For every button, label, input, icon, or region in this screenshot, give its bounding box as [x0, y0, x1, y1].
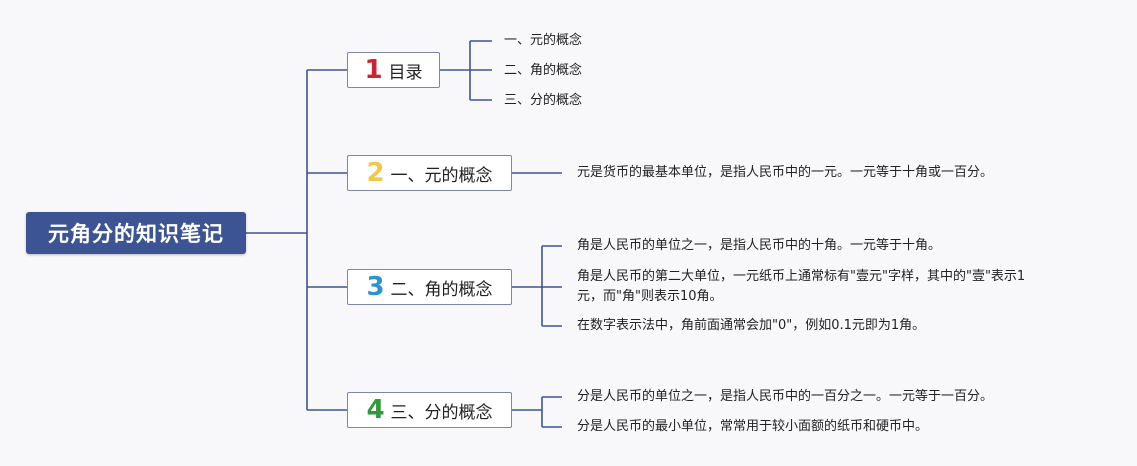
leaf-item[interactable]: 三、分的概念 [504, 93, 583, 108]
branch-label: 三、分的概念 [390, 402, 493, 423]
leaf-item[interactable]: 在数字表示法中，角前面通常会加"0"，例如0.1元即为1角。 [577, 318, 926, 333]
leaf-item[interactable]: 元是货币的最基本单位，是指人民币中的一元。一元等于十角或一百分。 [577, 165, 994, 180]
branch-jiao[interactable]: 3 二、角的概念 [347, 269, 512, 305]
root-topic[interactable]: 元角分的知识笔记 [26, 212, 246, 254]
leaf-item[interactable]: 角是人民币的单位之一，是指人民币中的十角。一元等于十角。 [577, 238, 942, 253]
leaf-item[interactable]: 分是人民币的单位之一，是指人民币中的一百分之一。一元等于一百分。 [577, 389, 994, 404]
branch-1-leaf-connector [440, 40, 492, 101]
branch-3-leaf-connector [512, 245, 562, 327]
leaf-item[interactable]: 分是人民币的最小单位，常常用于较小面额的纸币和硬币中。 [577, 419, 929, 434]
branch-4-leaf-connector [512, 396, 562, 428]
branch-number: 3 [366, 272, 385, 302]
branch-number: 1 [364, 55, 383, 85]
branch-label: 二、角的概念 [390, 279, 493, 300]
branch-contents[interactable]: 1 目录 [347, 52, 440, 88]
leaf-item[interactable]: 一、元的概念 [504, 33, 583, 48]
branch-fen[interactable]: 4 三、分的概念 [347, 392, 512, 428]
leaf-item[interactable]: 角是人民币的第二大单位，一元纸币上通常标有"壹元"字样，其中的"壹"表示1 [577, 269, 1026, 284]
branch-number: 2 [366, 158, 385, 188]
leaf-item[interactable]: 二、角的概念 [504, 63, 583, 78]
branch-yuan[interactable]: 2 一、元的概念 [347, 155, 512, 191]
branch-label: 目录 [388, 62, 423, 83]
branch-number: 4 [366, 395, 385, 425]
root-title: 元角分的知识笔记 [48, 222, 224, 246]
branch-label: 一、元的概念 [390, 165, 493, 186]
leaf-item[interactable]: 元，而"角"则表示10角。 [577, 289, 723, 304]
